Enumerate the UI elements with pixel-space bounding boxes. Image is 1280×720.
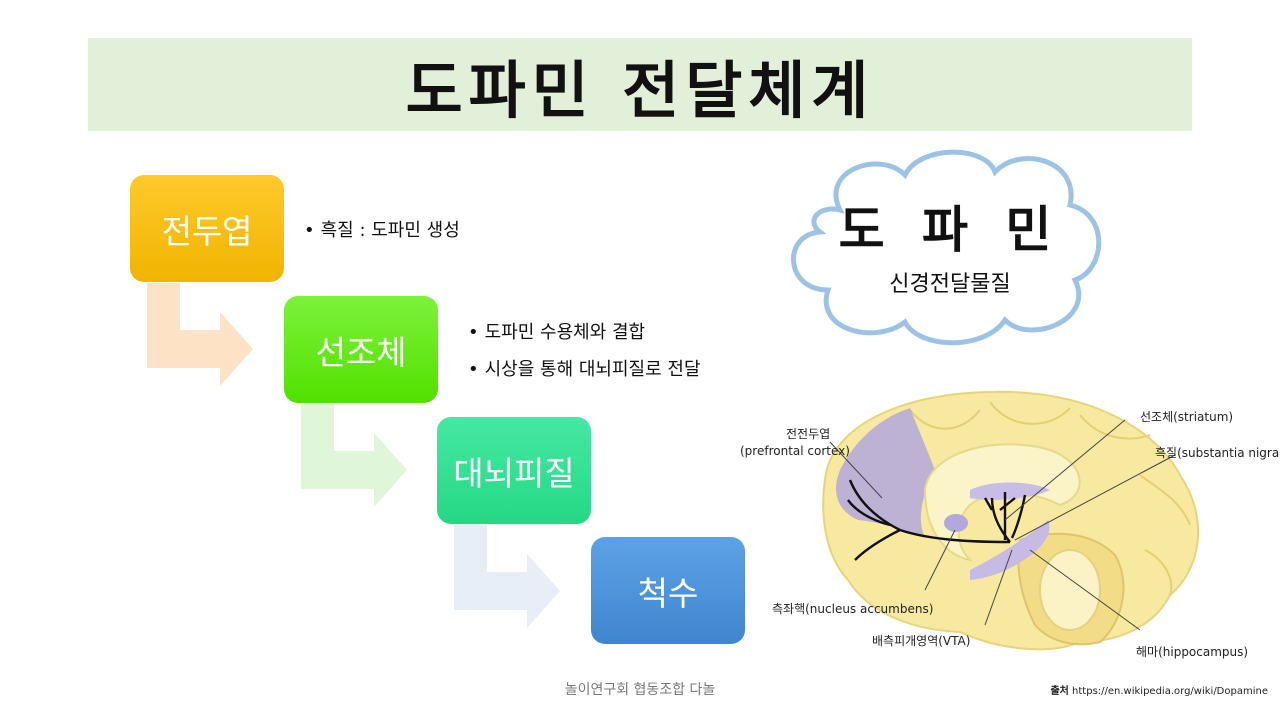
flow-arrow-1 [147, 283, 253, 386]
page-title: 도파민 전달체계 [405, 53, 875, 127]
flow-step-striatum: 선조체 [284, 296, 438, 403]
brain-striatum-region [970, 482, 1050, 500]
brain-illustration [822, 390, 1200, 651]
source-url: https://en.wikipedia.org/wiki/Dopamine [1072, 686, 1268, 697]
flow-arrow-3 [454, 525, 560, 628]
cloud-shape [791, 149, 1102, 346]
label-nucleus-accumbens: 측좌핵(nucleus accumbens) [772, 602, 934, 616]
source-credit: 출처 https://en.wikipedia.org/wiki/Dopamin… [1050, 682, 1268, 697]
bullet-dopamine-production: 흑질 : 도파민 생성 [304, 216, 460, 242]
flow-step-frontal-lobe: 전두엽 [130, 175, 284, 282]
label-substantia-nigra: 흑질(substantia nigra) [1155, 446, 1280, 460]
brain-inner [923, 443, 1081, 562]
label-prefrontal-kr: 전전두엽 [786, 427, 831, 441]
dopamine-pathways [847, 479, 1027, 561]
flow-arrow-2 [301, 404, 407, 507]
label-leaders [829, 419, 1176, 631]
flow-step-cerebral-cortex: 대뇌피질 [437, 417, 591, 524]
label-vta: 배측피개영역(VTA) [872, 634, 971, 648]
cloud-subtitle: 신경전달물질 [889, 272, 1011, 297]
title-bar: 도파민 전달체계 [88, 38, 1192, 131]
bullet-thalamus-transfer: 시상을 통해 대뇌피질로 전달 [468, 355, 701, 381]
brain-gyri [909, 401, 1191, 596]
brain-hippocampus [1039, 549, 1101, 631]
footer-organization: 놀이연구회 협동조합 다놀 [564, 682, 716, 698]
brain-accumbens-region [944, 514, 968, 532]
flow-step-spinal-cord: 척수 [591, 537, 745, 644]
label-striatum: 선조체(striatum) [1140, 410, 1234, 424]
source-label: 출처 [1050, 686, 1069, 697]
brain-prefrontal-region [836, 408, 935, 538]
label-hippocampus: 해마(hippocampus) [1136, 645, 1249, 659]
cloud-title: 도 파 민 [838, 200, 1062, 259]
label-prefrontal-en: (prefrontal cortex) [740, 444, 850, 458]
bullet-receptor-binding: 도파민 수용체와 결합 [468, 318, 645, 344]
brain-vta-region [970, 520, 1050, 580]
